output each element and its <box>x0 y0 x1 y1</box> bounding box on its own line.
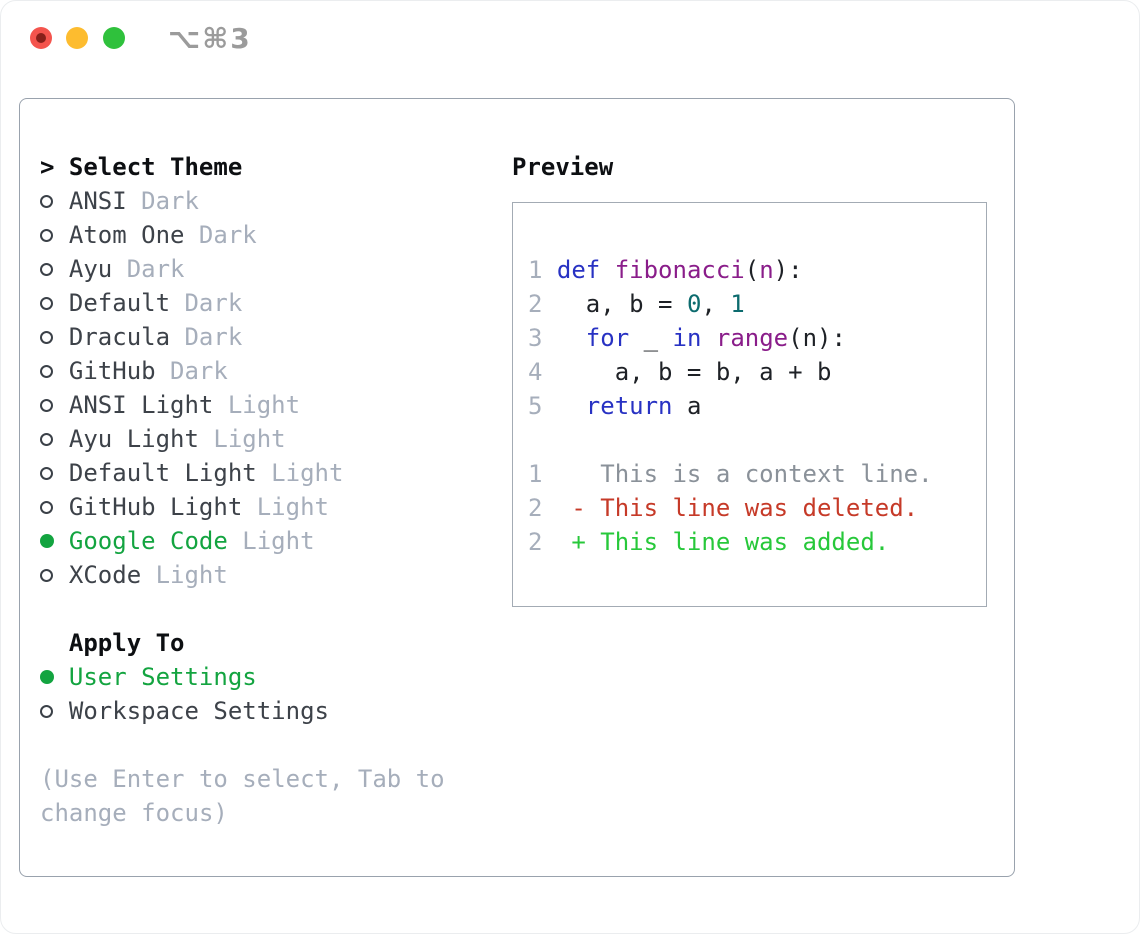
radio-icon <box>40 432 53 446</box>
spacer <box>528 423 986 457</box>
radio-icon <box>40 228 53 242</box>
spacer <box>40 592 480 626</box>
line-number: 2 <box>528 528 543 556</box>
focus-prompt-icon: > <box>40 153 55 181</box>
theme-option[interactable]: XCode Light <box>40 558 480 592</box>
radio-icon <box>40 262 53 276</box>
apply-to-title: Apply To <box>68 629 185 657</box>
apply-to-header-row: Apply To <box>40 626 480 660</box>
help-text-line: (Use Enter to select, Tab to <box>40 765 445 793</box>
radio-icon <box>40 670 54 684</box>
line-number: 2 <box>528 494 543 522</box>
theme-option[interactable]: Atom One Dark <box>40 218 480 252</box>
theme-option[interactable]: GitHub Dark <box>40 354 480 388</box>
theme-list: ANSI Dark Atom One Dark Ayu Dark Default… <box>40 184 480 592</box>
theme-picker-panel: > Select Theme ANSI Dark Atom One Dark A… <box>19 98 1015 877</box>
radio-icon <box>40 330 53 344</box>
theme-option[interactable]: ANSI Light Light <box>40 388 480 422</box>
theme-option[interactable]: Ayu Light Light <box>40 422 480 456</box>
code-line: 2 - This line was deleted. <box>528 491 986 525</box>
theme-option[interactable]: Default Light Light <box>40 456 480 490</box>
radio-icon <box>40 568 53 582</box>
theme-option[interactable]: Dracula Dark <box>40 320 480 354</box>
line-number: 4 <box>528 358 543 386</box>
code-line: 2 + This line was added. <box>528 525 986 559</box>
close-button[interactable] <box>30 27 52 49</box>
preview-title: Preview <box>512 153 614 181</box>
radio-icon <box>40 296 53 310</box>
spacer <box>40 728 480 762</box>
code-line: 4 a, b = b, a + b <box>528 355 986 389</box>
theme-option[interactable]: ANSI Dark <box>40 184 480 218</box>
line-number: 2 <box>528 290 543 318</box>
select-theme-title: Select Theme <box>68 153 243 181</box>
close-button-dot-icon <box>36 33 46 43</box>
radio-icon <box>40 534 54 548</box>
minimize-button[interactable] <box>66 27 88 49</box>
titlebar: ⌥⌘3 <box>1 1 1139 76</box>
line-number: 1 <box>528 460 543 488</box>
apply-to-option[interactable]: Workspace Settings <box>40 694 480 728</box>
window-shortcut-label: ⌥⌘3 <box>168 22 252 55</box>
theme-option[interactable]: Default Dark <box>40 286 480 320</box>
line-number: 5 <box>528 392 543 420</box>
zoom-button[interactable] <box>103 27 125 49</box>
radio-icon <box>40 398 53 412</box>
theme-option[interactable]: GitHub Light Light <box>40 490 480 524</box>
radio-icon <box>40 194 53 208</box>
code-line: 5 return a <box>528 389 986 423</box>
theme-list-column: > Select Theme ANSI Dark Atom One Dark A… <box>40 150 480 830</box>
radio-icon <box>40 364 53 378</box>
radio-icon <box>40 466 53 480</box>
theme-option[interactable]: Google Code Light <box>40 524 480 558</box>
code-line: 3 for _ in range(n): <box>528 321 986 355</box>
theme-option[interactable]: Ayu Dark <box>40 252 480 286</box>
radio-icon <box>40 500 53 514</box>
apply-to-list: User Settings Workspace Settings <box>40 660 480 728</box>
help-text-line: change focus) <box>40 799 228 827</box>
code-line: 1 This is a context line. <box>528 457 986 491</box>
line-number: 3 <box>528 324 543 352</box>
apply-to-option[interactable]: User Settings <box>40 660 480 694</box>
line-number: 1 <box>528 256 543 284</box>
radio-icon <box>40 704 53 718</box>
select-theme-header-row: > Select Theme <box>40 150 480 184</box>
code-line: 2 a, b = 0, 1 <box>528 287 986 321</box>
help-text: (Use Enter to select, Tab to change focus… <box>40 762 480 830</box>
